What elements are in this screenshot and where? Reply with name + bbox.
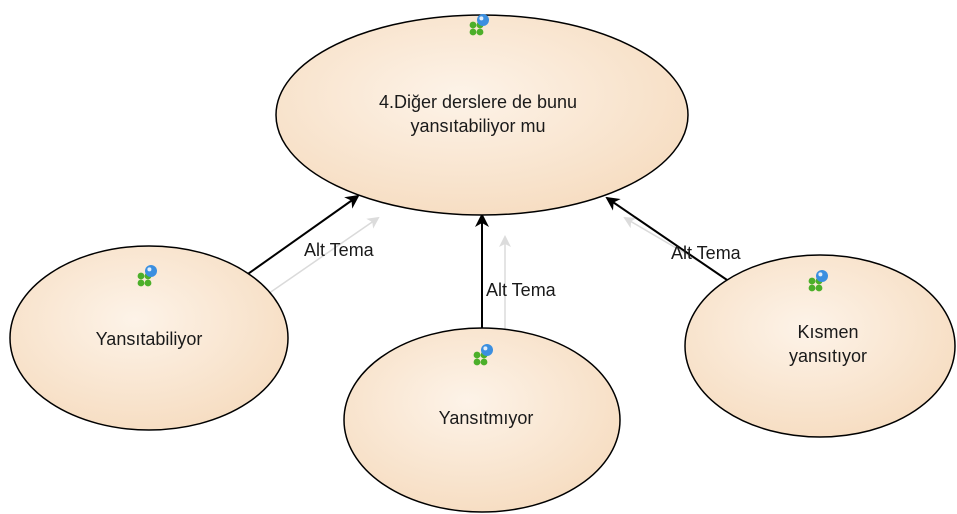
child-node-yansitabiliyor[interactable] bbox=[9, 245, 289, 431]
root-node-label: 4.Diğer derslere de bunu yansıtabiliyor … bbox=[379, 90, 577, 138]
child-label-line-1: Kısmen bbox=[797, 322, 859, 342]
child-label-line-2: yansıtıyor bbox=[788, 346, 868, 366]
edge-label-middle: Alt Tema bbox=[486, 280, 556, 300]
edge-label-right: Alt Tema bbox=[671, 243, 741, 263]
edge-right bbox=[605, 196, 731, 283]
child-label-line-1: Yansıtabiliyor bbox=[95, 329, 203, 349]
edge-label-left: Alt Tema bbox=[304, 240, 374, 260]
edge-ghost-left bbox=[264, 216, 380, 297]
child-node-label: Kısmen yansıtıyor bbox=[789, 320, 867, 368]
root-label-line-2: yansıtabiliyor mu bbox=[410, 116, 546, 136]
child-node-label: Yansıtmıyor bbox=[439, 406, 534, 430]
edge-left bbox=[244, 194, 360, 277]
child-node-kismen-yansitiyor[interactable] bbox=[684, 254, 956, 438]
edge-ghost-right bbox=[623, 216, 701, 263]
child-node-label: Yansıtabiliyor bbox=[96, 327, 203, 351]
root-label-line-1: 4.Diğer derslere de bunu bbox=[378, 92, 578, 112]
child-label-line-1: Yansıtmıyor bbox=[438, 408, 534, 428]
child-node-yansitmiyor[interactable] bbox=[343, 327, 621, 513]
